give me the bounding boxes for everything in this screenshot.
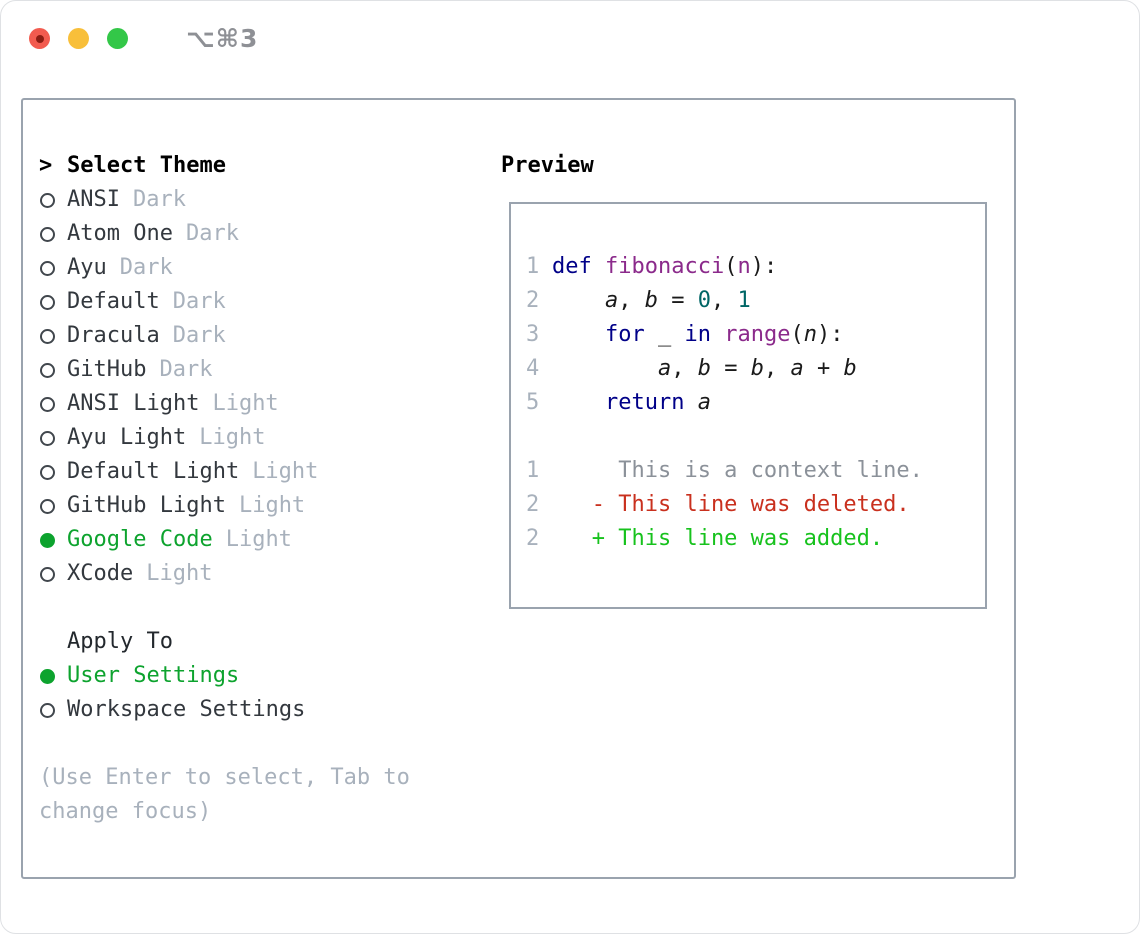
theme-option-ayu-dark[interactable]: Ayu Dark xyxy=(39,251,410,285)
close-button[interactable] xyxy=(29,28,50,49)
theme-option-ansi-dark[interactable]: ANSI Dark xyxy=(39,183,410,217)
theme-option-label: ANSI xyxy=(67,187,120,212)
theme-option-ayu-light-light[interactable]: Ayu Light Light xyxy=(39,421,410,455)
preview-title: Preview xyxy=(501,153,594,178)
radio-icon xyxy=(39,192,67,208)
radio-icon xyxy=(39,430,67,446)
select-theme-title: Select Theme xyxy=(67,153,226,178)
theme-option-label: GitHub xyxy=(67,357,147,382)
theme-option-dracula-dark[interactable]: Dracula Dark xyxy=(39,319,410,353)
theme-option-label: XCode xyxy=(67,561,134,586)
radio-icon xyxy=(39,226,67,242)
radio-icon xyxy=(39,498,67,514)
apply-option-label: User Settings xyxy=(67,663,240,688)
preview-line: 1 This is a context line. xyxy=(526,457,923,483)
apply-option-user-settings[interactable]: User Settings xyxy=(39,659,410,693)
line-number: 3 xyxy=(526,321,540,347)
focus-caret-icon: > xyxy=(39,153,53,178)
spacer xyxy=(39,727,410,761)
titlebar: ⌥⌘3 xyxy=(1,1,1139,76)
theme-variant-label: Dark xyxy=(119,255,173,280)
hint-text-line-1: (Use Enter to select, Tab to xyxy=(39,765,410,790)
preview-line: 2 - This line was deleted. xyxy=(526,491,910,517)
preview-line: 4 a, b = b, a + b xyxy=(526,355,857,381)
theme-option-label: Ayu Light xyxy=(67,425,187,450)
theme-option-label: Atom One xyxy=(67,221,173,246)
theme-option-label: ANSI Light xyxy=(67,391,200,416)
line-number: 2 xyxy=(526,491,540,517)
theme-variant-label: Dark xyxy=(172,289,226,314)
theme-variant-label: Dark xyxy=(185,221,239,246)
apply-to-header: Apply To xyxy=(39,625,410,659)
theme-option-xcode-light[interactable]: XCode Light xyxy=(39,557,410,591)
preview-line: 2 a, b = 0, 1 xyxy=(526,287,751,313)
radio-icon xyxy=(39,260,67,276)
theme-option-github-light-light[interactable]: GitHub Light Light xyxy=(39,489,410,523)
theme-option-label: GitHub Light xyxy=(67,493,226,518)
line-number: 1 xyxy=(526,253,540,279)
radio-icon xyxy=(39,396,67,412)
theme-variant-label: Light xyxy=(146,561,213,586)
preview-line: 5 return a xyxy=(526,389,711,415)
theme-option-ansi-light-light[interactable]: ANSI Light Light xyxy=(39,387,410,421)
minimize-button[interactable] xyxy=(68,28,89,49)
spacer xyxy=(39,591,410,625)
window-title: ⌥⌘3 xyxy=(186,24,259,53)
radio-icon xyxy=(39,328,67,344)
line-number: 1 xyxy=(526,457,540,483)
radio-icon xyxy=(39,464,67,480)
theme-option-default-light-light[interactable]: Default Light Light xyxy=(39,455,410,489)
apply-to-title: Apply To xyxy=(67,629,173,654)
theme-option-google-code-light[interactable]: Google Code Light xyxy=(39,523,410,557)
theme-option-label: Ayu xyxy=(67,255,107,280)
radio-icon xyxy=(39,362,67,378)
preview-line: 3 for _ in range(n): xyxy=(526,321,844,347)
theme-option-label: Default Light xyxy=(67,459,240,484)
select-theme-header: > Select Theme xyxy=(39,149,410,183)
theme-variant-label: Light xyxy=(225,527,292,552)
theme-option-label: Google Code xyxy=(67,527,213,552)
theme-variant-label: Light xyxy=(252,459,319,484)
line-number: 2 xyxy=(526,287,540,313)
theme-option-default-dark[interactable]: Default Dark xyxy=(39,285,410,319)
radio-selected-icon xyxy=(39,668,67,684)
theme-option-label: Default xyxy=(67,289,160,314)
radio-icon xyxy=(39,702,67,718)
line-number: 5 xyxy=(526,389,540,415)
line-number: 4 xyxy=(526,355,540,381)
apply-option-label: Workspace Settings xyxy=(67,697,306,722)
theme-variant-label: Light xyxy=(238,493,306,518)
preview-line: 2 + This line was added. xyxy=(526,525,884,551)
zoom-button[interactable] xyxy=(107,28,128,49)
hint-text-line-2: change focus) xyxy=(39,799,212,824)
theme-variant-label: Dark xyxy=(172,323,226,348)
radio-icon xyxy=(39,294,67,310)
theme-option-atom-one-dark[interactable]: Atom One Dark xyxy=(39,217,410,251)
theme-option-github-dark[interactable]: GitHub Dark xyxy=(39,353,410,387)
theme-variant-label: Light xyxy=(212,391,279,416)
line-number: 2 xyxy=(526,525,540,551)
theme-variant-label: Dark xyxy=(132,187,186,212)
radio-icon xyxy=(39,566,67,582)
preview-line xyxy=(526,419,985,453)
theme-variant-label: Light xyxy=(199,425,266,450)
theme-variant-label: Dark xyxy=(159,357,213,382)
apply-option-workspace-settings[interactable]: Workspace Settings xyxy=(39,693,410,727)
radio-selected-icon xyxy=(39,532,67,548)
theme-option-label: Dracula xyxy=(67,323,160,348)
